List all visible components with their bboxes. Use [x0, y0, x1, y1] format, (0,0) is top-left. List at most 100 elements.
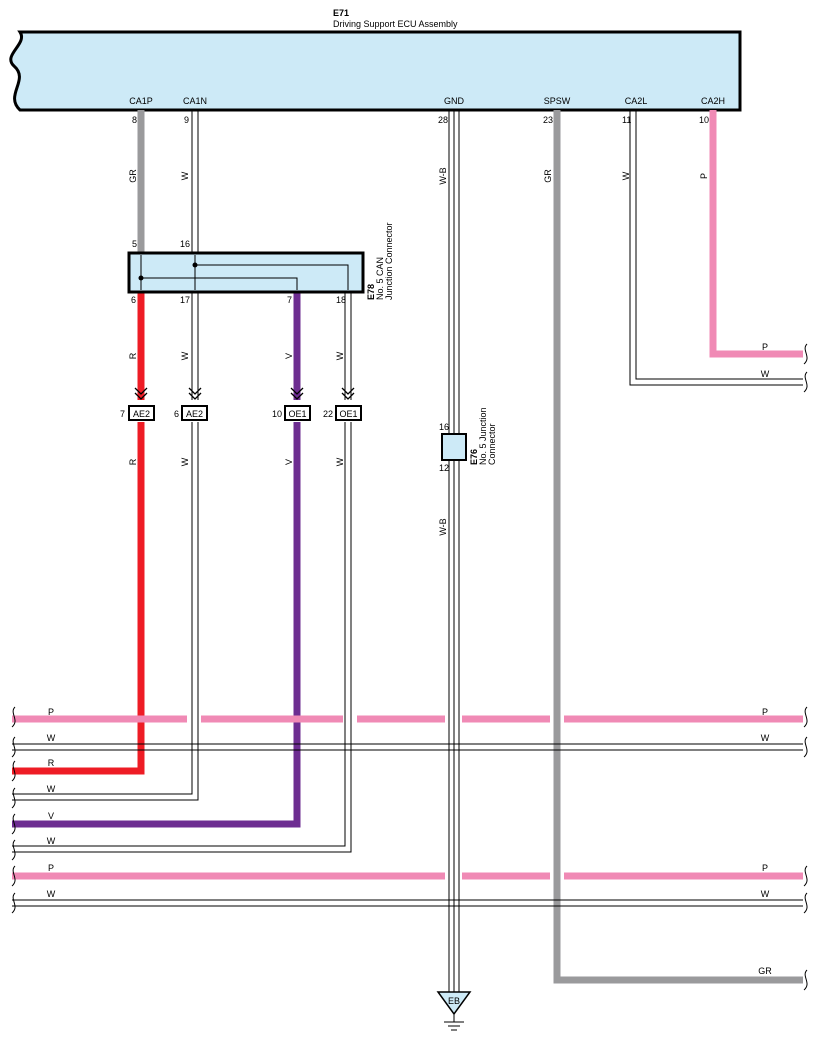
can-junction-pin: 18: [336, 295, 346, 305]
can-junction-connector: 5 16 6 17 7 18 E78 No. 5 CAN Junction Co…: [127, 222, 394, 305]
connector-pin: 6: [174, 409, 179, 419]
wire-color-label: W: [761, 733, 770, 743]
wire-color-label: W: [335, 351, 345, 360]
junction-dot: [192, 262, 198, 268]
can-junction-pin: 5: [132, 239, 137, 249]
can-junction-line1: No. 5 CAN: [375, 257, 385, 300]
ecu-code: E71: [333, 8, 349, 18]
can-junction-line2: Junction Connector: [384, 222, 394, 300]
junction-pin-bottom: 12: [439, 463, 449, 473]
break-left: [11, 813, 16, 835]
wire-w-18: [12, 292, 352, 853]
wire-color-label: W: [621, 171, 631, 180]
wire-color-label: V: [284, 353, 294, 359]
break-left: [11, 760, 16, 782]
connector-name: AE2: [186, 409, 203, 419]
junction-code: E76: [469, 449, 479, 465]
wire-color-label: W: [180, 457, 190, 466]
connector-name: OE1: [288, 409, 306, 419]
break-right: [803, 969, 808, 991]
ecu-terminal-gnd: GND: [444, 96, 465, 106]
wire-color-label: GR: [758, 966, 772, 976]
vertical-wire-labels: GR W W-B GR W P R W V W R W V W W-B: [128, 167, 709, 535]
connector-name: OE1: [339, 409, 357, 419]
break-right: [803, 892, 808, 914]
ecu-pin-8: 8: [132, 115, 137, 125]
wire-ca2l: [629, 110, 803, 386]
ecu-name: Driving Support ECU Assembly: [333, 19, 458, 29]
wire-color-label: W: [47, 836, 56, 846]
ecu-terminal-ca1p: CA1P: [129, 96, 153, 106]
wire-color-label: W: [761, 369, 770, 379]
wire-color-label: GR: [128, 169, 138, 183]
ecu-pin-28: 28: [438, 115, 448, 125]
ecu-pin-23: 23: [543, 115, 553, 125]
wire-ca2h-pink: [709, 110, 803, 358]
wire-red: [12, 292, 145, 775]
wire-violet: [12, 292, 301, 828]
bus-w-2: [12, 899, 803, 907]
wire-color-label: P: [762, 342, 768, 352]
wire-color-label: W: [335, 457, 345, 466]
wire-spsw-gray: [553, 110, 803, 984]
ecu-pin-11: 11: [622, 115, 631, 125]
can-junction-internal: [140, 255, 349, 290]
ecu-terminal-ca2h: CA2H: [701, 96, 725, 106]
ground-label: EB: [448, 996, 460, 1006]
wire-color-label: P: [762, 707, 768, 717]
break-right: [803, 865, 808, 887]
connector-pin: 10: [272, 409, 282, 419]
connector-oe1-box: [284, 405, 311, 421]
break-right: [803, 706, 808, 728]
wire-color-label: W-B: [438, 167, 448, 184]
wire-color-label: R: [128, 458, 138, 465]
wire-color-label: P: [48, 707, 54, 717]
inline-connectors: AE2 AE2 OE1 OE1 7 6 10 22: [120, 387, 362, 421]
horizontal-wire-labels: P W P P W W R W V W P P W W GR: [47, 342, 773, 976]
wire-color-label: P: [699, 173, 709, 179]
ecu-body: [9, 30, 742, 112]
junction-connector: 16 12 E76 No. 5 Junction Connector: [439, 407, 497, 473]
wire-color-label: W-B: [438, 518, 448, 535]
wire-color-label: W: [47, 733, 56, 743]
wire-gnd-wb: [448, 110, 460, 992]
can-junction-pin: 16: [180, 239, 190, 249]
chevron-down-icon: [134, 387, 148, 400]
thick-wires: [12, 110, 803, 984]
connector-name: AE2: [133, 409, 150, 419]
can-junction-code: E78: [366, 284, 376, 300]
ground-triangle: [436, 991, 472, 1016]
wire-ca1n: [191, 110, 199, 253]
ecu-terminal-spsw: SPSW: [544, 96, 571, 106]
chevron-down-icon: [188, 387, 202, 400]
ecu-terminal-ca1n: CA1N: [183, 96, 207, 106]
break-left: [11, 787, 16, 809]
chevron-down-icon: [290, 387, 304, 400]
can-junction-body: [127, 251, 365, 294]
wire-color-label: V: [284, 459, 294, 465]
connector-ae2-box: [128, 405, 155, 421]
can-junction-pin: 6: [131, 295, 136, 305]
ground-icon: [444, 1014, 464, 1031]
wire-color-label: W: [761, 889, 770, 899]
junction-line2: Connector: [487, 423, 497, 465]
connector-ae2-box: [181, 405, 208, 421]
break-right: [803, 736, 808, 758]
wire-color-label: GR: [543, 169, 553, 183]
break-right: [803, 371, 808, 393]
break-left: [11, 706, 16, 728]
break-left: [11, 865, 16, 887]
break-left: [11, 736, 16, 758]
can-junction-pin: 17: [180, 295, 190, 305]
wire-color-label: W: [47, 889, 56, 899]
break-right: [803, 343, 808, 365]
ecu-pin-9: 9: [184, 115, 189, 125]
junction-pin-top: 16: [439, 422, 449, 432]
ground-symbol: EB: [436, 991, 472, 1031]
bus-w-1: [12, 743, 803, 751]
connector-pin: 22: [323, 409, 333, 419]
wire-w-17: [12, 292, 199, 801]
ecu-assembly: E71 Driving Support ECU Assembly CA1P CA…: [9, 8, 742, 125]
connector-oe1-box: [335, 405, 362, 421]
